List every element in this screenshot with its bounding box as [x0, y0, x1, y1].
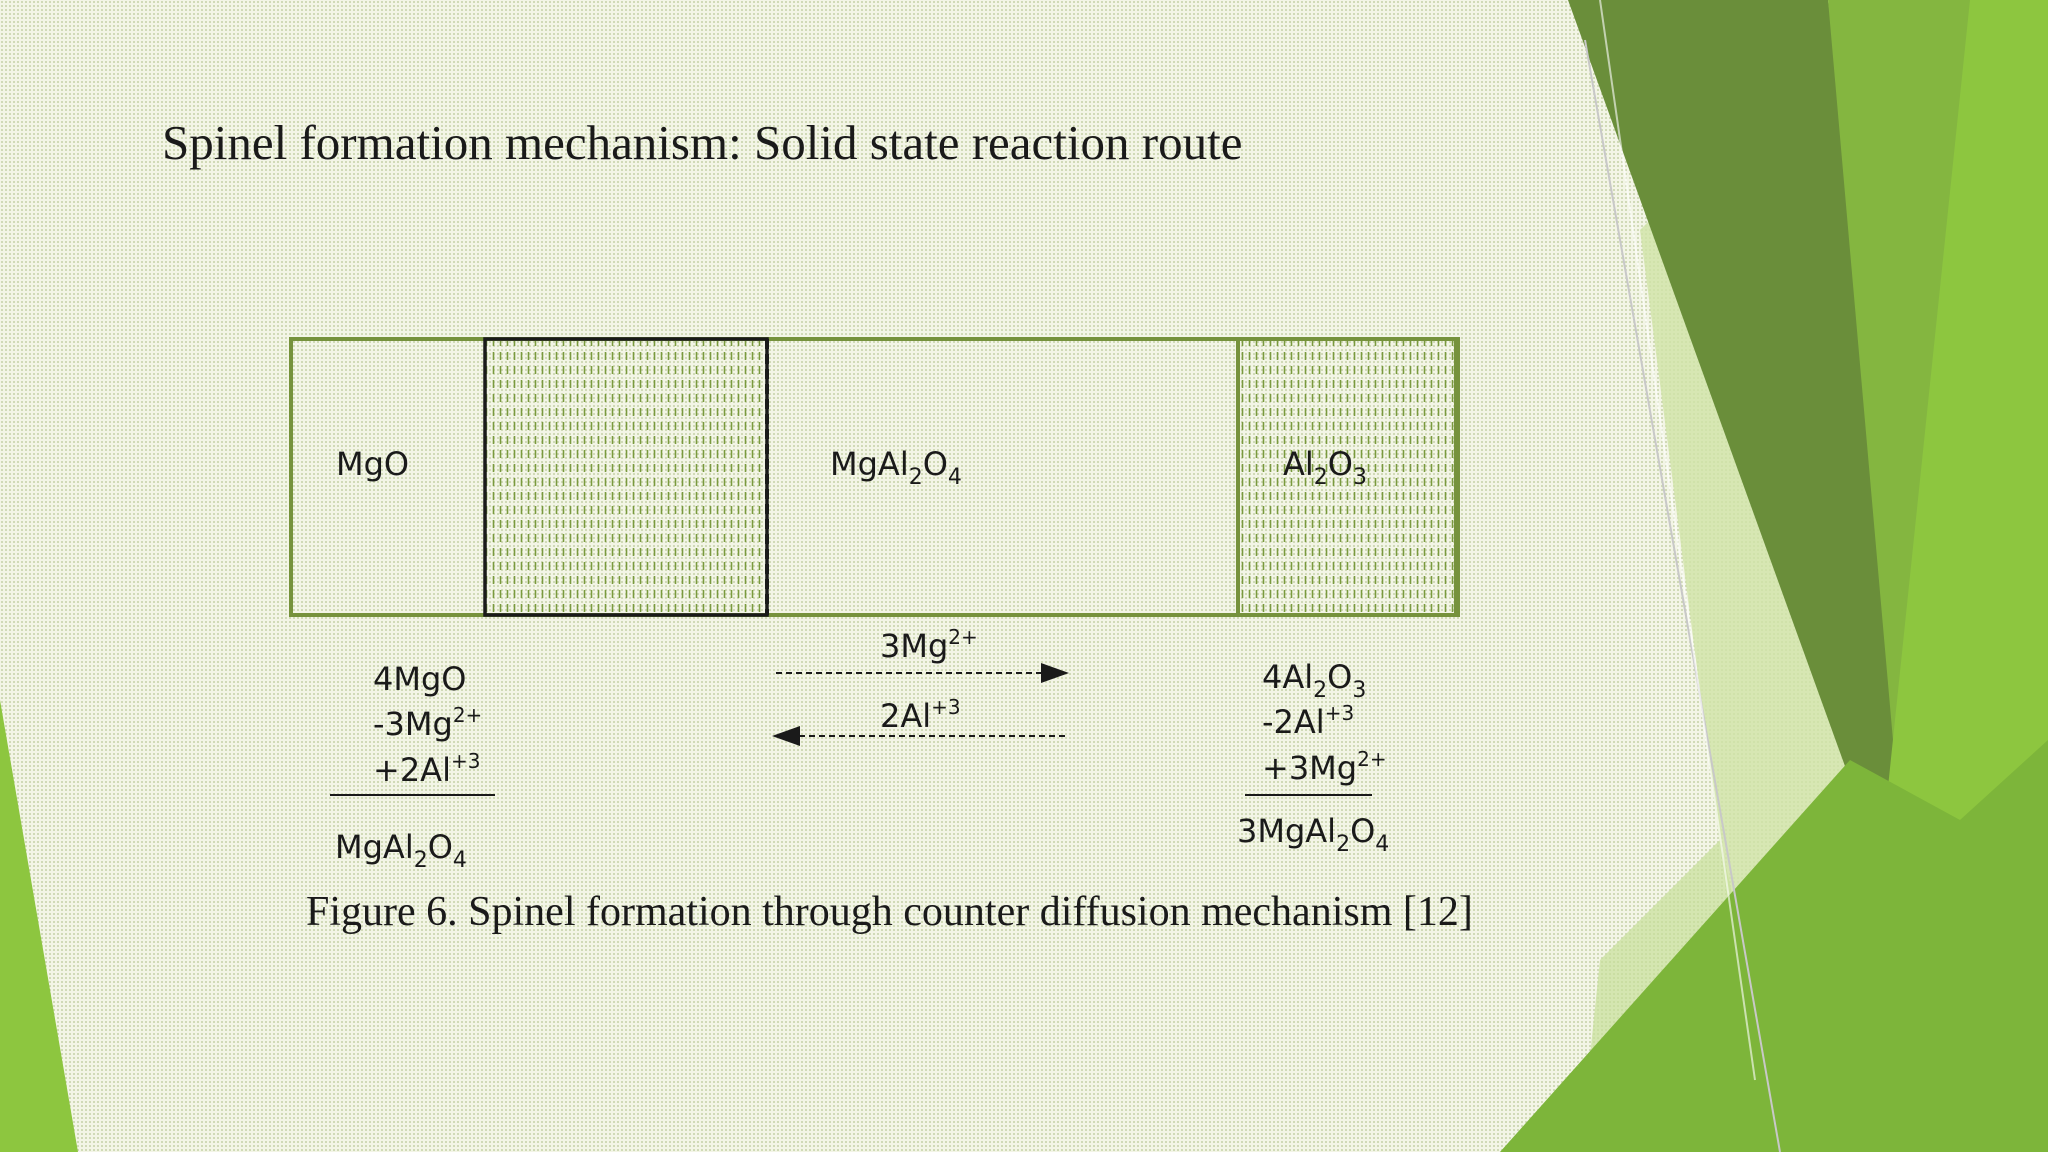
mgo-spinel-interface-zone	[483, 337, 769, 617]
slide-title: Spinel formation mechanism: Solid state …	[162, 115, 1243, 170]
right-reaction-line-3: +3Mg2+	[1262, 747, 1387, 787]
mgo-label: MgO	[336, 445, 409, 483]
left-reaction-line-1: 4MgO	[373, 660, 466, 698]
right-arrow-label: 3Mg2+	[880, 625, 978, 665]
right-reaction-line-2: -2Al+3	[1262, 701, 1354, 741]
left-reaction-result: MgAl2O4	[335, 828, 467, 873]
figure-caption: Figure 6. Spinel formation through count…	[306, 889, 1473, 935]
right-reaction-line-1: 4Al2O3	[1262, 658, 1366, 703]
bottom-right-wedge	[1500, 740, 2048, 1152]
alumina-label: Al2O3	[1283, 445, 1367, 490]
spinel-label: MgAl2O4	[830, 445, 962, 490]
left-green-band	[0, 700, 78, 1152]
right-reaction-result: 3MgAl2O4	[1237, 812, 1389, 857]
left-arrow-label: 2Al+3	[880, 695, 961, 735]
left-reaction-line-3: +2Al+3	[373, 749, 480, 789]
thin-line-1	[1584, 39, 1781, 1152]
left-reaction-line-2: -3Mg2+	[373, 703, 482, 743]
alumina-zone	[1236, 337, 1458, 617]
thin-line-2	[1599, 0, 1756, 1081]
